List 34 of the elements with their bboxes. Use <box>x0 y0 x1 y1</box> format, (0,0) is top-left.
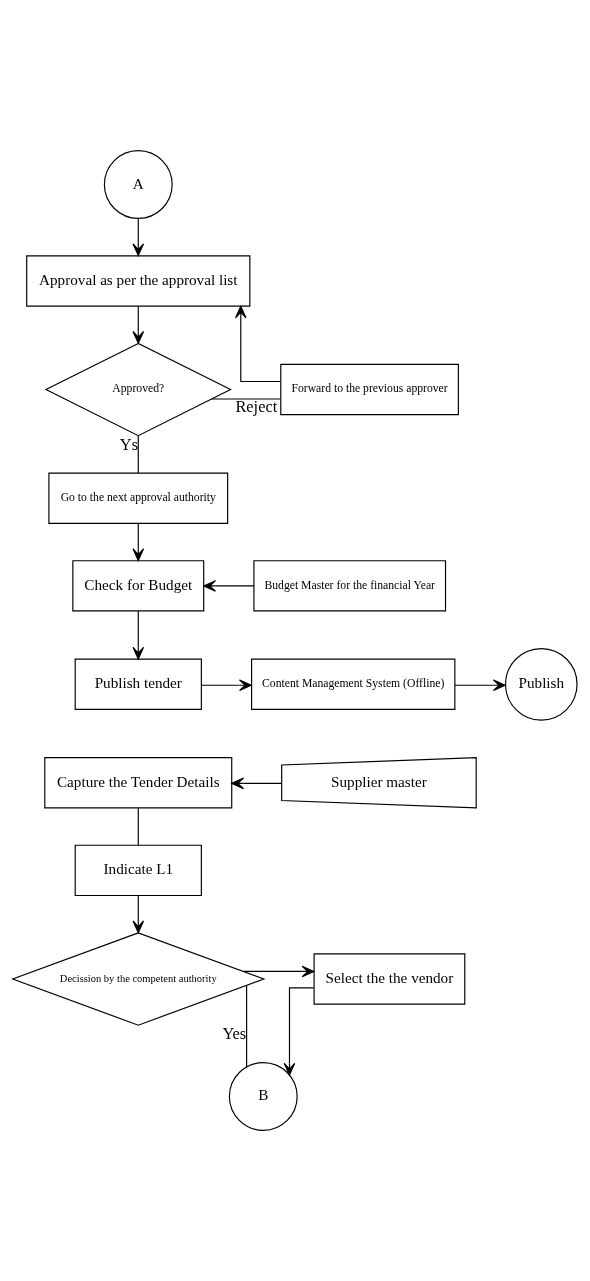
arrow <box>203 580 255 592</box>
edge-label: Yes <box>222 1024 247 1044</box>
arrow <box>231 777 283 790</box>
node-box: Publish tender <box>74 658 202 710</box>
arrow <box>242 965 315 978</box>
node-box: Supplier master <box>281 757 477 809</box>
node-box: Select the the vendor <box>313 953 466 1005</box>
connector <box>137 435 139 474</box>
arrow <box>454 679 506 692</box>
node-box: Capture the Tender Details <box>44 757 233 809</box>
arrow <box>283 987 315 1076</box>
edge-label: Reject <box>235 397 278 417</box>
node-box: Content Management System (Offline) <box>251 658 456 710</box>
node-box: Budget Master for the financial Year <box>253 560 447 612</box>
node-box: Indicate L1 <box>74 844 202 897</box>
node-box: Go to the next approval authority <box>48 472 229 524</box>
arrow <box>132 610 145 660</box>
node-diamond: Decission by the competent authority <box>11 932 266 1026</box>
edge-label: Ys <box>119 435 139 455</box>
arrow <box>132 305 145 344</box>
node-diamond: Approved? <box>44 342 232 437</box>
node-box: Forward to the previous approver <box>280 363 459 416</box>
arrow <box>132 895 145 934</box>
arrow <box>201 679 252 692</box>
node-circle: A <box>103 150 173 219</box>
connector <box>137 807 139 846</box>
node-circle: Publish <box>504 647 578 721</box>
node-box: Check for Budget <box>72 560 205 612</box>
node-box: Approval as per the approval list <box>26 255 251 307</box>
connector <box>211 398 282 400</box>
arrow <box>234 305 282 383</box>
arrow <box>132 218 145 257</box>
arrow <box>132 522 145 562</box>
connector <box>246 985 248 1068</box>
